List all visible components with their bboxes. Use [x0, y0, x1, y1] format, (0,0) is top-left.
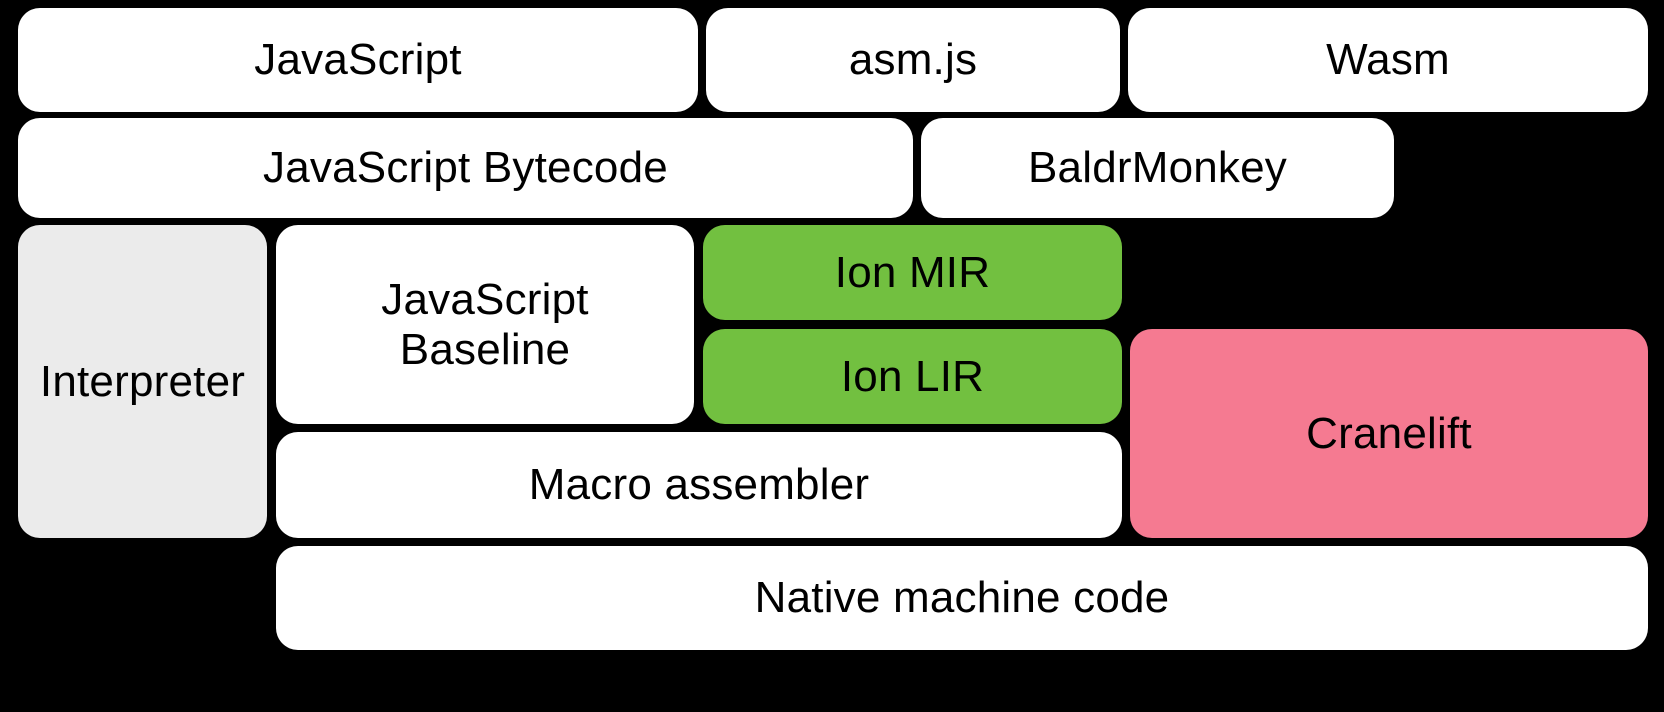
node-interpreter[interactable]: Interpreter	[18, 225, 267, 538]
node-baldrmonkey[interactable]: BaldrMonkey	[921, 118, 1394, 218]
node-interpreter-label: Interpreter	[39, 356, 246, 406]
node-asmjs-label: asm.js	[848, 35, 978, 85]
node-wasm[interactable]: Wasm	[1128, 8, 1648, 112]
node-javascript-bytecode-label: JavaScript Bytecode	[263, 143, 668, 193]
node-ion-mir-label: Ion MIR	[834, 247, 991, 297]
node-javascript-baseline-label: JavaScript Baseline	[381, 275, 589, 374]
node-cranelift[interactable]: Cranelift	[1130, 329, 1648, 538]
node-cranelift-label: Cranelift	[1306, 408, 1472, 458]
node-asmjs[interactable]: asm.js	[706, 8, 1120, 112]
node-javascript-label: JavaScript	[254, 35, 462, 85]
node-wasm-label: Wasm	[1326, 35, 1450, 85]
node-ion-lir-label: Ion LIR	[840, 351, 985, 401]
node-baldrmonkey-label: BaldrMonkey	[1028, 143, 1287, 193]
node-native-machine-code-label: Native machine code	[754, 573, 1170, 623]
node-macro-assembler-label: Macro assembler	[528, 460, 870, 510]
node-native-machine-code[interactable]: Native machine code	[276, 546, 1648, 650]
node-javascript[interactable]: JavaScript	[18, 8, 698, 112]
node-javascript-bytecode[interactable]: JavaScript Bytecode	[18, 118, 913, 218]
node-javascript-baseline[interactable]: JavaScript Baseline	[276, 225, 694, 424]
node-macro-assembler[interactable]: Macro assembler	[276, 432, 1122, 538]
node-ion-mir[interactable]: Ion MIR	[703, 225, 1122, 320]
node-ion-lir[interactable]: Ion LIR	[703, 329, 1122, 424]
